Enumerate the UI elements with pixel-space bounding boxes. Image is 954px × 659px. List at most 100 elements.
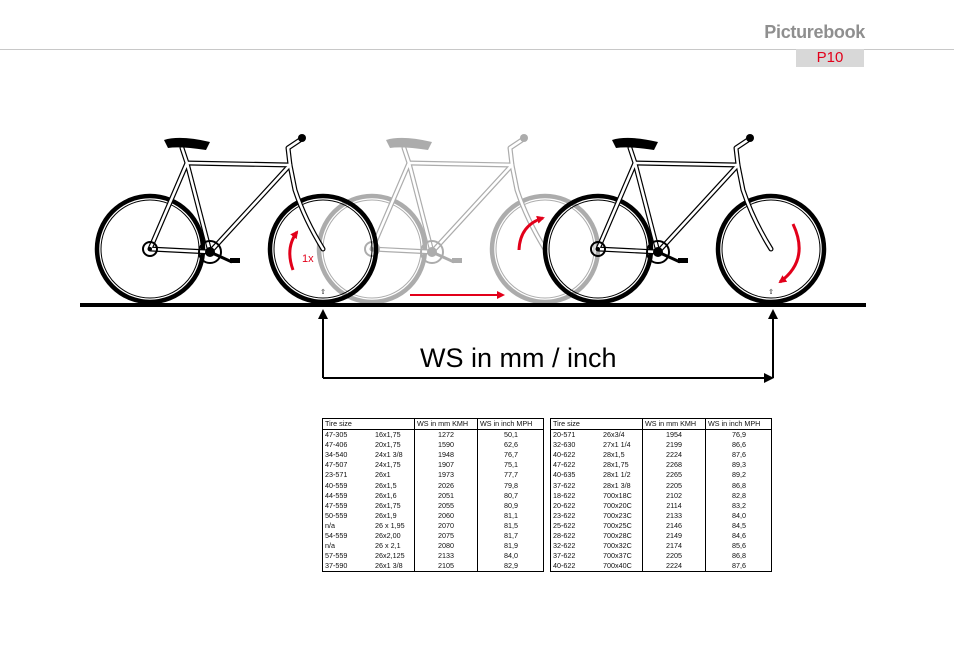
ws-inch-cell: 86,8 bbox=[705, 480, 772, 491]
size-inch-cell: 26x3/4 bbox=[603, 430, 625, 440]
ws-inch-cell: 84,0 bbox=[705, 510, 772, 521]
ws-mm-cell: 2080 bbox=[414, 541, 478, 552]
col-tire-size: Tire size bbox=[322, 418, 373, 431]
ws-mm-cell: 2055 bbox=[414, 500, 478, 511]
ws-mm-cell: 2114 bbox=[642, 500, 706, 511]
ws-inch-cell: 82,9 bbox=[477, 561, 544, 572]
tire-size-cell: 32-622 bbox=[553, 541, 576, 551]
tire-size-cell: 23-622 bbox=[553, 510, 576, 520]
ws-mm-cell: 2070 bbox=[414, 520, 478, 532]
tire-size-cell: 40-635 bbox=[553, 470, 576, 480]
ws-inch-cell: 76,7 bbox=[477, 450, 544, 461]
size-inch-cell: 28x1 1/2 bbox=[603, 470, 631, 480]
ws-mm-cell: 1272 bbox=[414, 429, 478, 441]
tire-size-cell: 23-571 bbox=[325, 470, 348, 480]
ws-inch-cell: 80,7 bbox=[477, 490, 544, 501]
distance-label: WS in mm / inch bbox=[420, 343, 617, 373]
ws-inch-cell: 84,5 bbox=[705, 520, 772, 532]
rotation-label: 1x bbox=[302, 253, 314, 265]
ws-inch-cell: 86,6 bbox=[705, 440, 772, 451]
ws-mm-cell: 2149 bbox=[642, 531, 706, 542]
tire-size-cell: 47-305 bbox=[325, 430, 348, 440]
ws-mm-cell: 2174 bbox=[642, 541, 706, 552]
size-inch-cell: 26 x 1,95 bbox=[375, 520, 405, 530]
tire-size-cell: 25-622 bbox=[553, 520, 576, 530]
ws-mm-cell: 2265 bbox=[642, 470, 706, 481]
size-inch-cell: 700x32C bbox=[603, 541, 632, 551]
size-inch-cell: 700x28C bbox=[603, 531, 632, 541]
tire-size-cell: 54-559 bbox=[325, 531, 348, 541]
col-size-inch bbox=[601, 418, 643, 431]
ws-mm-cell: 1973 bbox=[414, 470, 478, 481]
size-inch-cell: 28x1 3/8 bbox=[603, 480, 631, 490]
ws-mm-cell: 2205 bbox=[642, 551, 706, 562]
ws-inch-cell: 81,5 bbox=[477, 520, 544, 532]
col-size-inch bbox=[373, 418, 415, 431]
tire-size-cell: 40-622 bbox=[553, 561, 576, 571]
size-inch-cell: 26x1,5 bbox=[375, 480, 397, 490]
col-ws-inch: WS in inch MPH bbox=[477, 418, 544, 431]
size-inch-cell: 28x1,75 bbox=[603, 460, 629, 470]
tire-size-cell: 28-622 bbox=[553, 531, 576, 541]
size-inch-cell: 700x18C bbox=[603, 490, 632, 500]
size-inch-cell: 26x1,6 bbox=[375, 490, 397, 500]
col-ws-mm: WS in mm KMH bbox=[414, 418, 478, 431]
tire-size-cell: 18-622 bbox=[553, 490, 576, 500]
col-ws-mm: WS in mm KMH bbox=[642, 418, 706, 431]
tire-size-cell: 37-622 bbox=[553, 551, 576, 561]
size-inch-cell: 700x20C bbox=[603, 500, 632, 510]
tire-size-cell: 57-559 bbox=[325, 551, 348, 561]
ws-mm-cell: 2199 bbox=[642, 440, 706, 451]
ws-inch-cell: 75,1 bbox=[477, 460, 544, 471]
ws-inch-cell: 81,9 bbox=[477, 541, 544, 552]
ws-mm-cell: 2051 bbox=[414, 490, 478, 501]
brand-title: Picturebook bbox=[764, 22, 865, 42]
ws-mm-cell: 2133 bbox=[642, 510, 706, 521]
ws-inch-cell: 79,8 bbox=[477, 480, 544, 491]
ws-mm-cell: 2224 bbox=[642, 561, 706, 572]
ws-inch-cell: 89,3 bbox=[705, 460, 772, 471]
ws-inch-cell: 84,0 bbox=[477, 551, 544, 562]
ws-mm-cell: 2075 bbox=[414, 531, 478, 542]
size-inch-cell: 26x2,00 bbox=[375, 531, 401, 541]
ws-inch-cell: 86,8 bbox=[705, 551, 772, 562]
tire-size-cell: 40-559 bbox=[325, 480, 348, 490]
size-inch-cell: 24x1 3/8 bbox=[375, 450, 403, 460]
size-inch-cell: 26 x 2,1 bbox=[375, 541, 401, 551]
valve-mark-end: ⇧ bbox=[768, 288, 774, 296]
size-inch-cell: 28x1,5 bbox=[603, 450, 625, 460]
ws-inch-cell: 84,6 bbox=[705, 531, 772, 542]
tire-size-cell: n/a bbox=[325, 520, 335, 530]
ws-inch-cell: 77,7 bbox=[477, 470, 544, 481]
col-ws-inch: WS in inch MPH bbox=[705, 418, 772, 431]
ws-inch-cell: 87,6 bbox=[705, 561, 772, 572]
ws-mm-cell: 2102 bbox=[642, 490, 706, 501]
tire-size-cell: 32-630 bbox=[553, 440, 576, 450]
rotation-arrow-end bbox=[778, 223, 801, 284]
ws-mm-cell: 2026 bbox=[414, 480, 478, 491]
page-number-badge: P10 bbox=[796, 49, 864, 67]
header-divider bbox=[0, 49, 954, 50]
tire-size-cell: 20-622 bbox=[553, 500, 576, 510]
